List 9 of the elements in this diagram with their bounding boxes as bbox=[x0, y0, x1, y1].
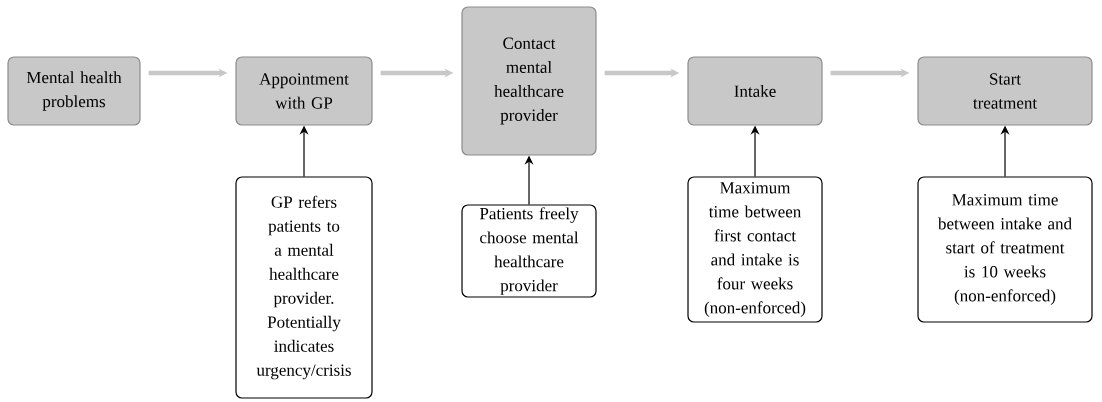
note-box: GP refers patients to a mental healthcare provider. Potentially indicates urgency/crisis bbox=[235, 176, 373, 399]
process-box: Start treatment bbox=[917, 56, 1093, 126]
note-box: Maximum time between first contact and intake is four weeks (non-enforced) bbox=[687, 176, 823, 323]
note-box: Maximum time between intake and start of treatment is 10 weeks (non-enforced) bbox=[917, 176, 1093, 323]
process-box: Intake bbox=[687, 56, 823, 126]
process-box: Contact mental healthcare provider bbox=[461, 6, 597, 156]
process-box: Mental health problems bbox=[7, 56, 141, 126]
note-box: Patients freely choose mental healthcare provider bbox=[461, 204, 597, 298]
process-box: Appointment with GP bbox=[235, 56, 373, 126]
